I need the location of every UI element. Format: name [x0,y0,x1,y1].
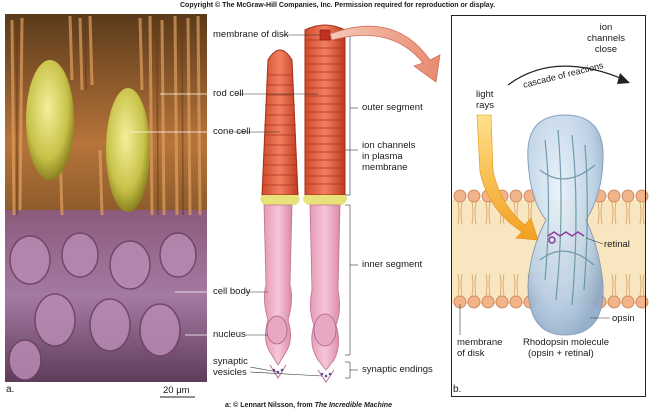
photo-credit: a: © Lennart Nilsson, from The Incredibl… [225,402,392,409]
label-ion-channels-2: in plasma [362,151,403,162]
label-rhodopsin-2: (opsin + retinal) [528,348,594,359]
micrograph [5,14,212,382]
label-light-1: light [476,89,493,100]
label-cell-body: cell body [213,286,251,297]
scale-bar-label: 20 μm [163,385,190,396]
label-rhodopsin-1: Rhodopsin molecule [523,337,609,348]
label-ion-channels-close: ion channels close [583,22,629,55]
label-ion-close-2: channels [583,33,629,44]
label-nucleus: nucleus [213,329,246,340]
cone-cell-drawing [260,50,299,378]
photo-credit-title: The Incredible Machine [315,402,392,409]
label-cone-cell: cone cell [213,126,251,137]
label-membrane-1: membrane [457,337,502,348]
label-ion-channels-3: membrane [362,162,407,173]
magnify-arrow [330,26,440,82]
panel-a-letter: a. [6,384,14,395]
label-ion-close-3: close [583,44,629,55]
label-synaptic-vesicles-2: vesicles [213,367,247,378]
label-rod-cell: rod cell [213,88,244,99]
label-synaptic-endings: synaptic endings [362,364,433,375]
label-inner-segment: inner segment [362,259,422,270]
photo-credit-prefix: a: © Lennart Nilsson, from [225,402,315,409]
label-ion-channels-1: ion channels [362,140,415,151]
label-synaptic-vesicles-1: synaptic [213,356,248,367]
label-ion-close-1: ion [583,22,629,33]
copyright-notice: Copyright © The McGraw-Hill Companies, I… [180,2,495,9]
label-outer-segment: outer segment [362,102,423,113]
label-membrane-of-disk: membrane of disk [213,29,289,40]
label-light-2: rays [476,100,494,111]
rod-cell-drawing [303,25,347,382]
label-opsin: opsin [612,313,635,324]
panel-b-letter: b. [453,384,461,395]
disk-highlight [320,30,330,40]
label-membrane-2: of disk [457,348,484,359]
label-retinal: retinal [604,239,630,250]
